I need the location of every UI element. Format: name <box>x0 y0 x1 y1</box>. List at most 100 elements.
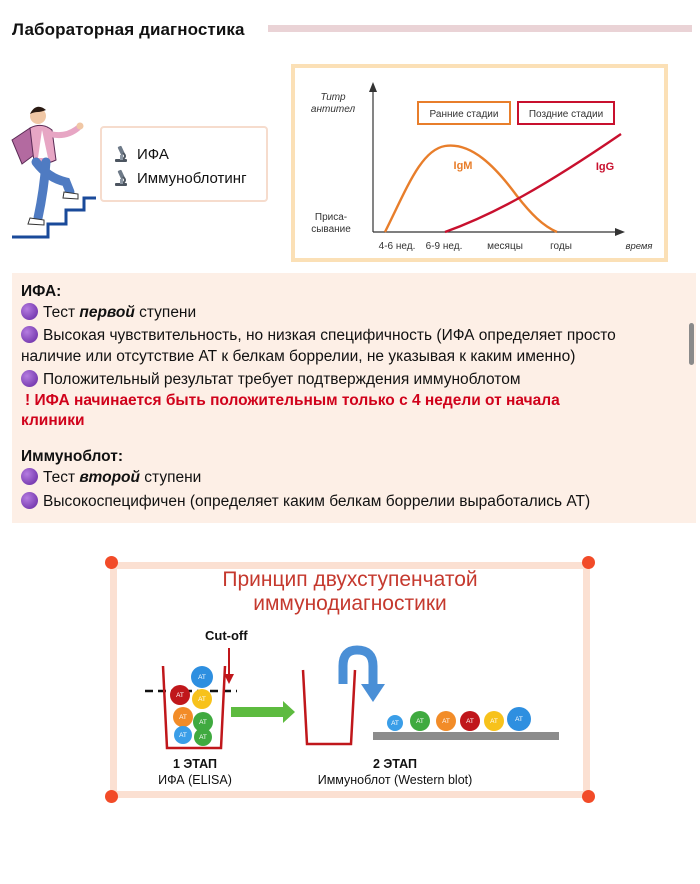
series-label-igm: IgM <box>454 160 473 172</box>
x-tick-label: 4-6 нед. <box>379 241 416 252</box>
x-axis-arrow <box>615 228 625 236</box>
diagram-title-2: иммунодиагностики <box>253 592 447 615</box>
text: Высокая чувствительность, но низкая спец… <box>43 327 616 344</box>
method-label: Иммуноблотинг <box>137 169 247 187</box>
emphasis-first: первой <box>79 304 135 321</box>
antibody-ball <box>192 689 212 709</box>
stage-2: 2 ЭТАП Иммуноблот (Western blot) <box>305 756 485 788</box>
well-1 <box>161 665 227 750</box>
page-title: Лабораторная диагностика <box>12 20 245 39</box>
method-item: Иммуноблотинг <box>111 166 266 190</box>
text: Положительный результат требует подтверж… <box>43 371 521 388</box>
x-tick-label: 6-9 нед. <box>426 241 463 252</box>
purple-circle-icon <box>21 303 38 320</box>
blue-arrow-head <box>361 684 385 702</box>
antibody-label: AT <box>198 674 206 681</box>
antibody-label: AT <box>466 718 474 725</box>
stage-1: 1 ЭТАП ИФА (ELISA) <box>145 756 245 788</box>
series-label-igg: IgG <box>596 161 614 173</box>
legend-early <box>417 101 511 125</box>
ifa-warning-2: клиники <box>21 412 85 429</box>
legend-late-label: Поздние стадии <box>529 109 603 120</box>
text: Тест <box>43 469 80 486</box>
x-axis-label: время <box>625 241 652 252</box>
title-underline <box>268 25 692 32</box>
ifa-line-3: Положительный результат требует подтверж… <box>21 370 521 390</box>
igm-curve <box>383 144 558 234</box>
antibody-label: AT <box>176 692 184 699</box>
diagram-title-1: Принцип двухступенчатой <box>222 568 478 591</box>
antibody-ball <box>173 707 193 727</box>
igg-curve <box>444 133 622 234</box>
diagram-frame <box>110 562 590 798</box>
legend-late <box>517 101 615 125</box>
blue-curved-arrow <box>338 645 378 688</box>
antibody-ball <box>436 711 456 731</box>
x-tick-label: годы <box>550 241 572 252</box>
blot-line-1: Тест второй ступени <box>21 468 201 488</box>
corner-dot <box>582 790 595 803</box>
info-panel: ИФА: Тест первой ступени Высокая чувстви… <box>12 273 696 523</box>
text: ступени <box>139 469 202 486</box>
person-climbing-illustration <box>11 106 96 239</box>
antibody-label: AT <box>416 718 424 725</box>
stage-2-name: Иммуноблот (Western blot) <box>317 773 473 787</box>
green-arrow <box>231 701 295 723</box>
antibody-label: AT <box>179 732 187 739</box>
diagram-svg: AT AT AT AT AT AT AT AT AT AT AT AT AT <box>145 645 559 750</box>
y-low-label-1: Приса- <box>315 212 347 223</box>
y-axis-label-2: антител <box>311 104 356 115</box>
purple-circle-icon <box>21 492 38 509</box>
legend-early-label: Ранние стадии <box>430 109 499 120</box>
antibody-ball <box>410 711 430 731</box>
purple-circle-icon <box>21 370 38 387</box>
method-item: ИФА <box>111 142 266 166</box>
y-low-label-2: сывание <box>311 224 351 235</box>
antibody-label: AT <box>199 719 207 726</box>
antibody-label: AT <box>179 714 187 721</box>
antibody-ball <box>194 728 212 746</box>
purple-circle-icon <box>21 468 38 485</box>
cutoff-label: Cut-off <box>205 628 248 643</box>
antibody-label: AT <box>515 716 523 723</box>
antibody-label: AT <box>490 718 498 725</box>
text: ступени <box>134 304 197 321</box>
scrollbar-thumb[interactable] <box>689 323 694 365</box>
emphasis-second: второй <box>79 469 140 486</box>
text: Высокоспецифичен (определяет каким белка… <box>43 493 591 510</box>
corner-dot <box>582 556 595 569</box>
y-axis-arrow <box>369 82 377 92</box>
microscope-icon <box>115 169 127 186</box>
method-label: ИФА <box>137 145 169 163</box>
antibody-label: AT <box>442 718 450 725</box>
antibody-label: AT <box>391 720 399 727</box>
corner-dot <box>105 556 118 569</box>
ifa-line-1: Тест первой ступени <box>21 303 196 323</box>
y-axis-label-1: Титр <box>320 92 346 103</box>
stage-2-number: 2 ЭТАП <box>372 757 417 771</box>
ifa-line-2-cont: наличие или отсутствие АТ к белкам борре… <box>21 348 576 365</box>
purple-circle-icon <box>21 326 38 343</box>
antibody-ball <box>193 712 213 732</box>
antibody-label: AT <box>199 734 207 741</box>
stage-1-name: ИФА (ELISA) <box>158 773 232 787</box>
ifa-line-2: Высокая чувствительность, но низкая спец… <box>21 326 616 346</box>
antibody-ball <box>460 711 480 731</box>
antibody-ball <box>170 685 190 705</box>
cutoff-arrow-head <box>224 674 234 684</box>
antibody-ball <box>174 726 192 744</box>
antibody-ball <box>484 711 504 731</box>
methods-box: ИФА Иммуноблотинг <box>100 126 268 202</box>
title-bar: Лабораторная диагностика <box>0 16 700 50</box>
microscope-icon <box>115 145 127 162</box>
antibody-ball <box>507 707 531 731</box>
ifa-warning-1: ! ИФА начинается быть положительным толь… <box>25 392 560 409</box>
membrane-bar <box>373 732 559 740</box>
well-2 <box>301 669 357 746</box>
stage-1-number: 1 ЭТАП <box>172 757 217 771</box>
chart-svg: Титр антител Приса- сывание 4-6 нед. 6-9… <box>311 82 653 252</box>
antibody-ball <box>387 715 403 731</box>
text: Тест <box>43 304 80 321</box>
x-tick-label: месяцы <box>487 241 523 252</box>
two-stage-diagram: Принцип двухступенчатой иммунодиагностик… <box>105 556 595 803</box>
